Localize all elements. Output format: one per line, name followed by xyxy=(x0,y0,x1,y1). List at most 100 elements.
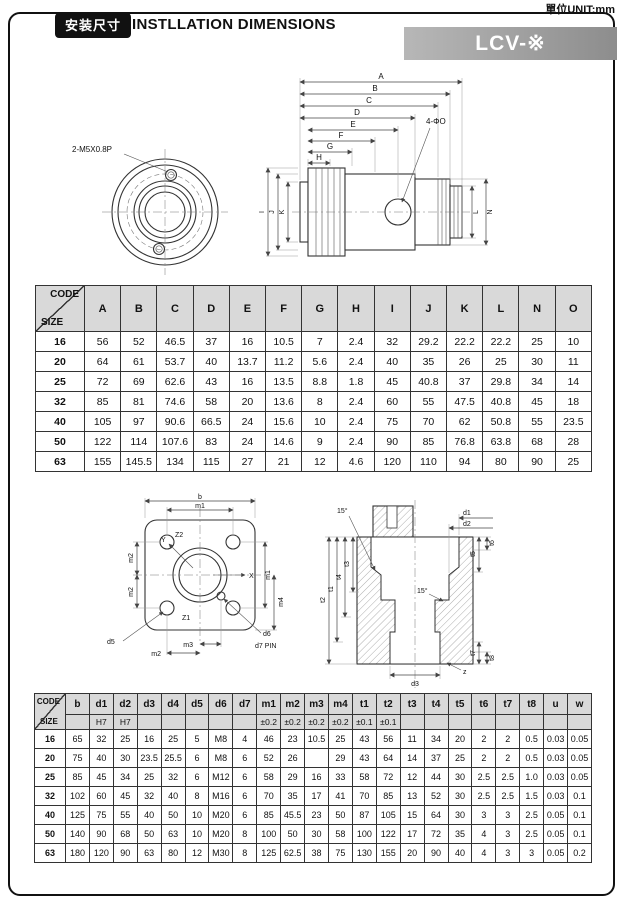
column-header: I xyxy=(373,285,411,332)
table-cell: 100 xyxy=(256,824,282,844)
page-title: INSTLLATION DIMENSIONS xyxy=(132,16,336,33)
dim-label-m2-left-bottom: m2 xyxy=(128,587,135,597)
table-cell: 43 xyxy=(351,729,377,749)
row-size-header: 50 xyxy=(34,824,66,844)
table-cell: 40 xyxy=(136,805,162,825)
column-header: d5 xyxy=(184,693,210,715)
table-cell: 68 xyxy=(112,824,138,844)
table-cell: 2 xyxy=(471,729,497,749)
table-cell: 14 xyxy=(399,748,425,768)
table-cell: 25 xyxy=(112,729,138,749)
table-cell: 60 xyxy=(373,391,411,412)
table-cell: 16 xyxy=(228,371,267,392)
table-cell: 3 xyxy=(495,824,521,844)
table-cell: 26 xyxy=(446,351,484,372)
table-cell: 110 xyxy=(409,451,448,472)
table-cell: 29.8 xyxy=(482,371,520,392)
table-cell: 75 xyxy=(327,843,353,863)
table-cell: 4 xyxy=(232,729,258,749)
table-cell: 45 xyxy=(88,767,114,787)
tolerance-cell xyxy=(495,714,521,730)
table-cell: 75 xyxy=(88,805,114,825)
column-header: m2 xyxy=(280,693,306,715)
dim-label-G: G xyxy=(327,142,333,151)
dim-label-A: A xyxy=(378,72,384,81)
tolerance-cell xyxy=(136,714,162,730)
table-cell: 145.5 xyxy=(120,451,158,472)
table-cell: 90 xyxy=(112,843,138,863)
table-cell: 97 xyxy=(120,411,158,432)
table-cell: M12 xyxy=(208,767,234,787)
table-cell: 40.8 xyxy=(482,391,520,412)
table-cell: 25.5 xyxy=(160,748,186,768)
section-tag: 安装尺寸 xyxy=(55,13,132,38)
table-cell: 37 xyxy=(446,371,484,392)
table-cell: 6 xyxy=(232,805,258,825)
dim-label-t8: t8 xyxy=(489,655,496,661)
vertical-dimensions: I J K L N xyxy=(259,167,494,257)
table-cell: 50 xyxy=(327,805,353,825)
table-cell: 29 xyxy=(327,748,353,768)
column-header: G xyxy=(301,285,339,332)
table-cell: 29.2 xyxy=(409,331,448,352)
angle-label-mid: 15° xyxy=(417,587,428,595)
column-header: t1 xyxy=(351,693,377,715)
row-size-header: 20 xyxy=(35,351,85,372)
table-cell: 3 xyxy=(495,843,521,863)
table-cell: 120 xyxy=(88,843,114,863)
table-cell: 26 xyxy=(280,748,306,768)
table-cell: 85 xyxy=(409,431,448,452)
tolerance-cell xyxy=(567,714,592,730)
tolerance-cell xyxy=(423,714,449,730)
table-cell: 37 xyxy=(423,748,449,768)
column-header: d6 xyxy=(208,693,234,715)
port-holes-label: 4-ΦO xyxy=(426,117,446,126)
table-cell: 102 xyxy=(65,786,90,806)
table-cell: 0.5 xyxy=(519,748,545,768)
tolerance-cell: ±0.2 xyxy=(304,714,329,730)
table-cell: 72 xyxy=(423,824,449,844)
table-cell: 70 xyxy=(351,786,377,806)
column-header: t8 xyxy=(519,693,545,715)
tolerance-cell xyxy=(160,714,186,730)
tolerance-cell: H7 xyxy=(88,714,114,730)
table-cell: 10.5 xyxy=(265,331,303,352)
table-cell: 10 xyxy=(554,331,593,352)
dim-label-t3: t3 xyxy=(344,561,351,567)
table-cell: 2.4 xyxy=(337,351,375,372)
table-cell: 2.5 xyxy=(495,767,521,787)
dim-label-I: I xyxy=(259,211,266,213)
dim-label-m3: m3 xyxy=(183,642,193,649)
table-cell: 65 xyxy=(65,729,90,749)
table-cell: 0.05 xyxy=(543,805,569,825)
table-cell: 52 xyxy=(120,331,158,352)
table-cell: 5.6 xyxy=(301,351,339,372)
tolerance-cell xyxy=(232,714,258,730)
table-cell: 6 xyxy=(184,767,210,787)
table-cell: 72 xyxy=(375,767,401,787)
table-cell: 2.5 xyxy=(519,805,545,825)
table-cell: 13.5 xyxy=(265,371,303,392)
flange-view: b m1 m2 m2 m1 m4 m3 m2 X Y xyxy=(107,494,285,658)
column-header: K xyxy=(446,285,484,332)
table-cell: 52 xyxy=(256,748,282,768)
table-cell: 35 xyxy=(409,351,448,372)
column-header: m3 xyxy=(304,693,329,715)
tolerance-cell xyxy=(65,714,90,730)
column-header: b xyxy=(65,693,90,715)
table-cell: 46.5 xyxy=(156,331,194,352)
table-cell: 22.2 xyxy=(446,331,484,352)
column-header: J xyxy=(409,285,448,332)
table-cell: 34 xyxy=(112,767,138,787)
table-cell: 140 xyxy=(65,824,90,844)
table-cell: 90 xyxy=(518,451,556,472)
table-cell: 87 xyxy=(351,805,377,825)
dim-label-H: H xyxy=(316,153,322,162)
